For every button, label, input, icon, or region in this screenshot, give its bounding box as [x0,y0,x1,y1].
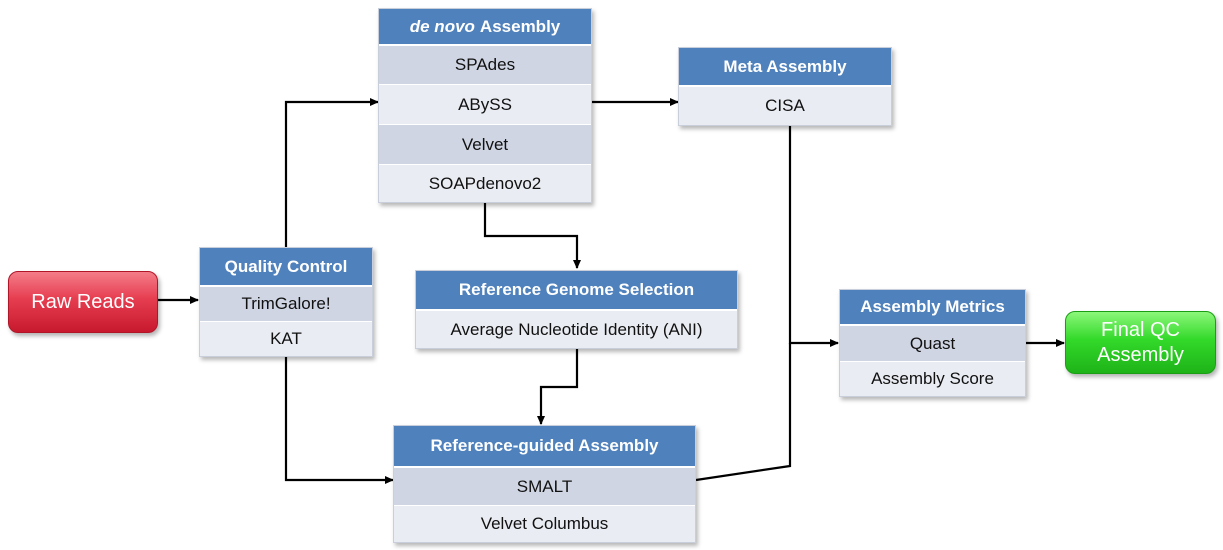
reference-guided-item-smalt: SMALT [394,468,695,506]
de-novo-assembly-title: de novo Assembly [379,9,591,46]
reference-guided-title: Reference-guided Assembly [394,426,695,468]
reference-guided-assembly-box: Reference-guided Assembly SMALT Velvet C… [393,425,696,543]
assembly-metrics-title: Assembly Metrics [840,290,1025,326]
meta-assembly-title: Meta Assembly [679,48,891,87]
qc-item-trimgalore: TrimGalore! [200,287,372,322]
arrow-refsel-to-refguided [537,348,579,425]
de-novo-item-spades: SPAdes [379,46,591,85]
final-qc-line2: Assembly [1097,343,1184,366]
reference-genome-selection-box: Reference Genome Selection Average Nucle… [415,270,738,349]
de-novo-item-soapdenovo2: SOAPdenovo2 [379,165,591,202]
reference-guided-item-velvet-columbus: Velvet Columbus [394,506,695,542]
assembly-metrics-box: Assembly Metrics Quast Assembly Score [839,289,1026,397]
reference-selection-title: Reference Genome Selection [416,271,737,311]
final-qc-assembly-node: Final QC Assembly [1065,311,1216,374]
final-qc-line1: Final QC [1101,318,1180,341]
de-novo-title-italic: de novo [409,16,475,36]
arrow-meta-to-metrics [788,126,839,347]
metrics-item-quast: Quast [840,326,1025,362]
line-refguided-to-join [695,343,792,482]
de-novo-title-rest: Assembly [479,16,561,36]
final-qc-label: Final QC Assembly [1097,318,1184,368]
metrics-item-assembly-score: Assembly Score [840,362,1025,396]
arrow-denovo-to-refsel [483,202,581,269]
de-novo-item-velvet: Velvet [379,125,591,165]
de-novo-assembly-box: de novo Assembly SPAdes ABySS Velvet SOA… [378,8,592,203]
arrow-qc-to-refguided [284,356,394,484]
meta-item-cisa: CISA [679,87,891,125]
arrow-qc-to-denovo [284,98,379,248]
de-novo-item-abyss: ABySS [379,85,591,125]
quality-control-box: Quality Control TrimGalore! KAT [199,247,373,357]
raw-reads-label: Raw Reads [31,290,135,313]
raw-reads-node: Raw Reads [8,271,158,333]
qc-item-kat: KAT [200,322,372,356]
quality-control-title: Quality Control [200,248,372,287]
meta-assembly-box: Meta Assembly CISA [678,47,892,126]
reference-selection-item-ani: Average Nucleotide Identity (ANI) [416,311,737,348]
